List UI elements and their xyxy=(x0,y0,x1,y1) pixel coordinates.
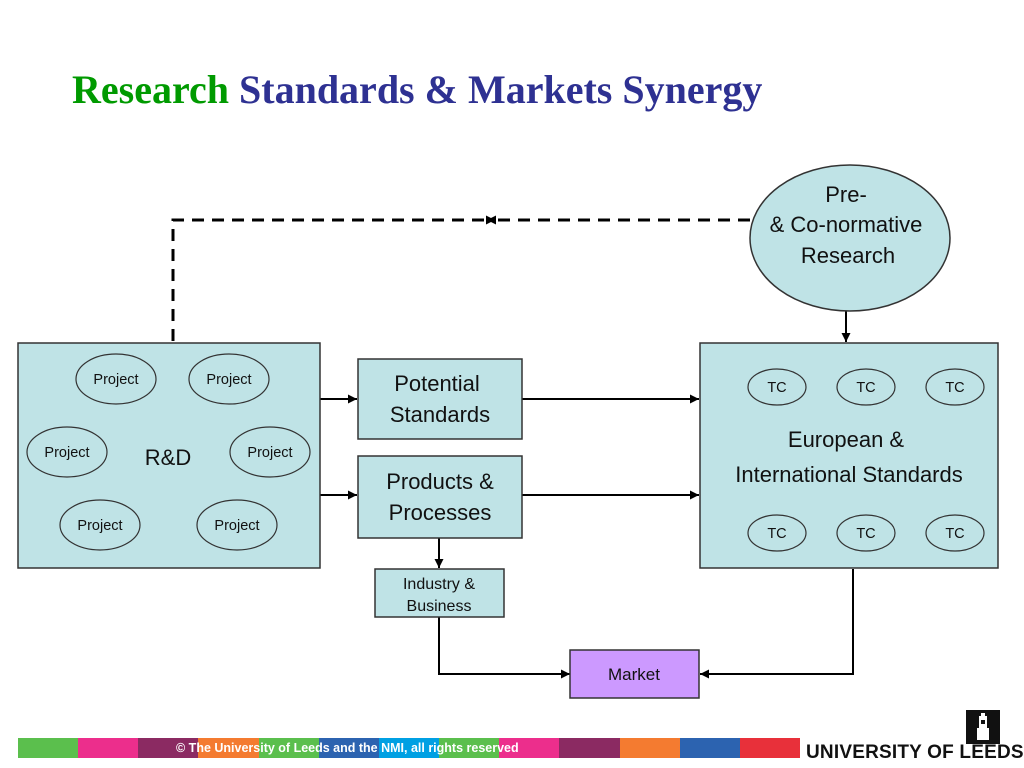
project-bubble: Project xyxy=(229,426,311,478)
title-rest: Standards & Markets Synergy xyxy=(239,67,763,112)
european-international-standards-box: European & International Standards TC TC… xyxy=(699,342,999,569)
rd-label: R&D xyxy=(145,445,191,470)
footer-color-segment xyxy=(18,738,79,758)
svg-text:Market: Market xyxy=(608,665,660,684)
svg-text:Processes: Processes xyxy=(389,500,492,525)
svg-text:TC: TC xyxy=(856,526,875,542)
footer-color-segment xyxy=(559,738,620,758)
svg-text:TC: TC xyxy=(945,380,964,396)
tc-bubble: TC xyxy=(836,514,896,552)
project-bubble: Project xyxy=(188,353,270,405)
industry-business-box: Industry & Business xyxy=(374,568,505,618)
project-bubble: Project xyxy=(196,499,278,551)
prenormative-research-circle: Pre- & Co-normative Research xyxy=(749,164,951,312)
footer-color-segment xyxy=(679,738,740,758)
tc-bubble: TC xyxy=(836,368,896,406)
svg-text:Research: Research xyxy=(801,243,895,268)
svg-text:Potential: Potential xyxy=(394,371,480,396)
footer-color-segment xyxy=(258,738,319,758)
footer-color-segment xyxy=(138,738,199,758)
tc-bubble: TC xyxy=(747,514,807,552)
svg-text:Industry &: Industry & xyxy=(403,576,475,593)
market-box: Market xyxy=(569,649,700,699)
svg-text:Project: Project xyxy=(247,445,292,461)
tc-bubble: TC xyxy=(925,368,985,406)
rd-box: R&D Project Project Project Project Proj… xyxy=(17,342,321,569)
svg-text:Project: Project xyxy=(77,518,122,534)
footer-copyright: © The University of Leeds and the NMI, a… xyxy=(176,741,519,755)
svg-text:Project: Project xyxy=(44,445,89,461)
svg-text:Project: Project xyxy=(93,372,138,388)
svg-text:European &: European & xyxy=(788,427,905,452)
svg-text:TC: TC xyxy=(767,380,786,396)
arrow-standards-to-market xyxy=(700,569,854,679)
university-tower-icon xyxy=(966,710,1000,744)
footer-color-segment xyxy=(439,738,500,758)
svg-text:TC: TC xyxy=(856,380,875,396)
svg-text:Products &: Products & xyxy=(386,469,494,494)
svg-text:International Standards: International Standards xyxy=(735,462,963,487)
footer-color-segment xyxy=(78,738,139,758)
svg-text:Pre-: Pre- xyxy=(825,182,867,207)
dashed-feedback-line xyxy=(171,215,495,341)
svg-text:& Co-normative: & Co-normative xyxy=(770,212,923,237)
slide-title: Research Standards & Markets Synergy xyxy=(72,70,762,110)
products-processes-box: Products & Processes xyxy=(357,455,523,539)
project-bubble: Project xyxy=(26,426,108,478)
footer-color-segment xyxy=(378,738,440,758)
svg-text:Project: Project xyxy=(206,372,251,388)
footer-color-segment xyxy=(318,738,379,758)
project-bubble: Project xyxy=(59,499,141,551)
svg-text:TC: TC xyxy=(945,526,964,542)
svg-text:Project: Project xyxy=(214,518,259,534)
svg-text:Standards: Standards xyxy=(390,402,490,427)
footer-color-segment xyxy=(619,738,680,758)
university-logo-text: UNIVERSITY OF LEEDS xyxy=(806,742,1024,763)
arrow-industry-to-market xyxy=(438,617,570,679)
title-research: Research xyxy=(72,67,229,112)
footer-color-segment xyxy=(499,738,560,758)
footer-color-segment xyxy=(739,738,801,758)
potential-standards-box: Potential Standards xyxy=(357,358,523,440)
svg-text:Business: Business xyxy=(407,598,472,615)
footer-color-segment xyxy=(198,738,259,758)
footer-color-bar xyxy=(18,738,801,758)
project-bubble: Project xyxy=(75,353,157,405)
tc-bubble: TC xyxy=(747,368,807,406)
tc-bubble: TC xyxy=(925,514,985,552)
svg-text:TC: TC xyxy=(767,526,786,542)
